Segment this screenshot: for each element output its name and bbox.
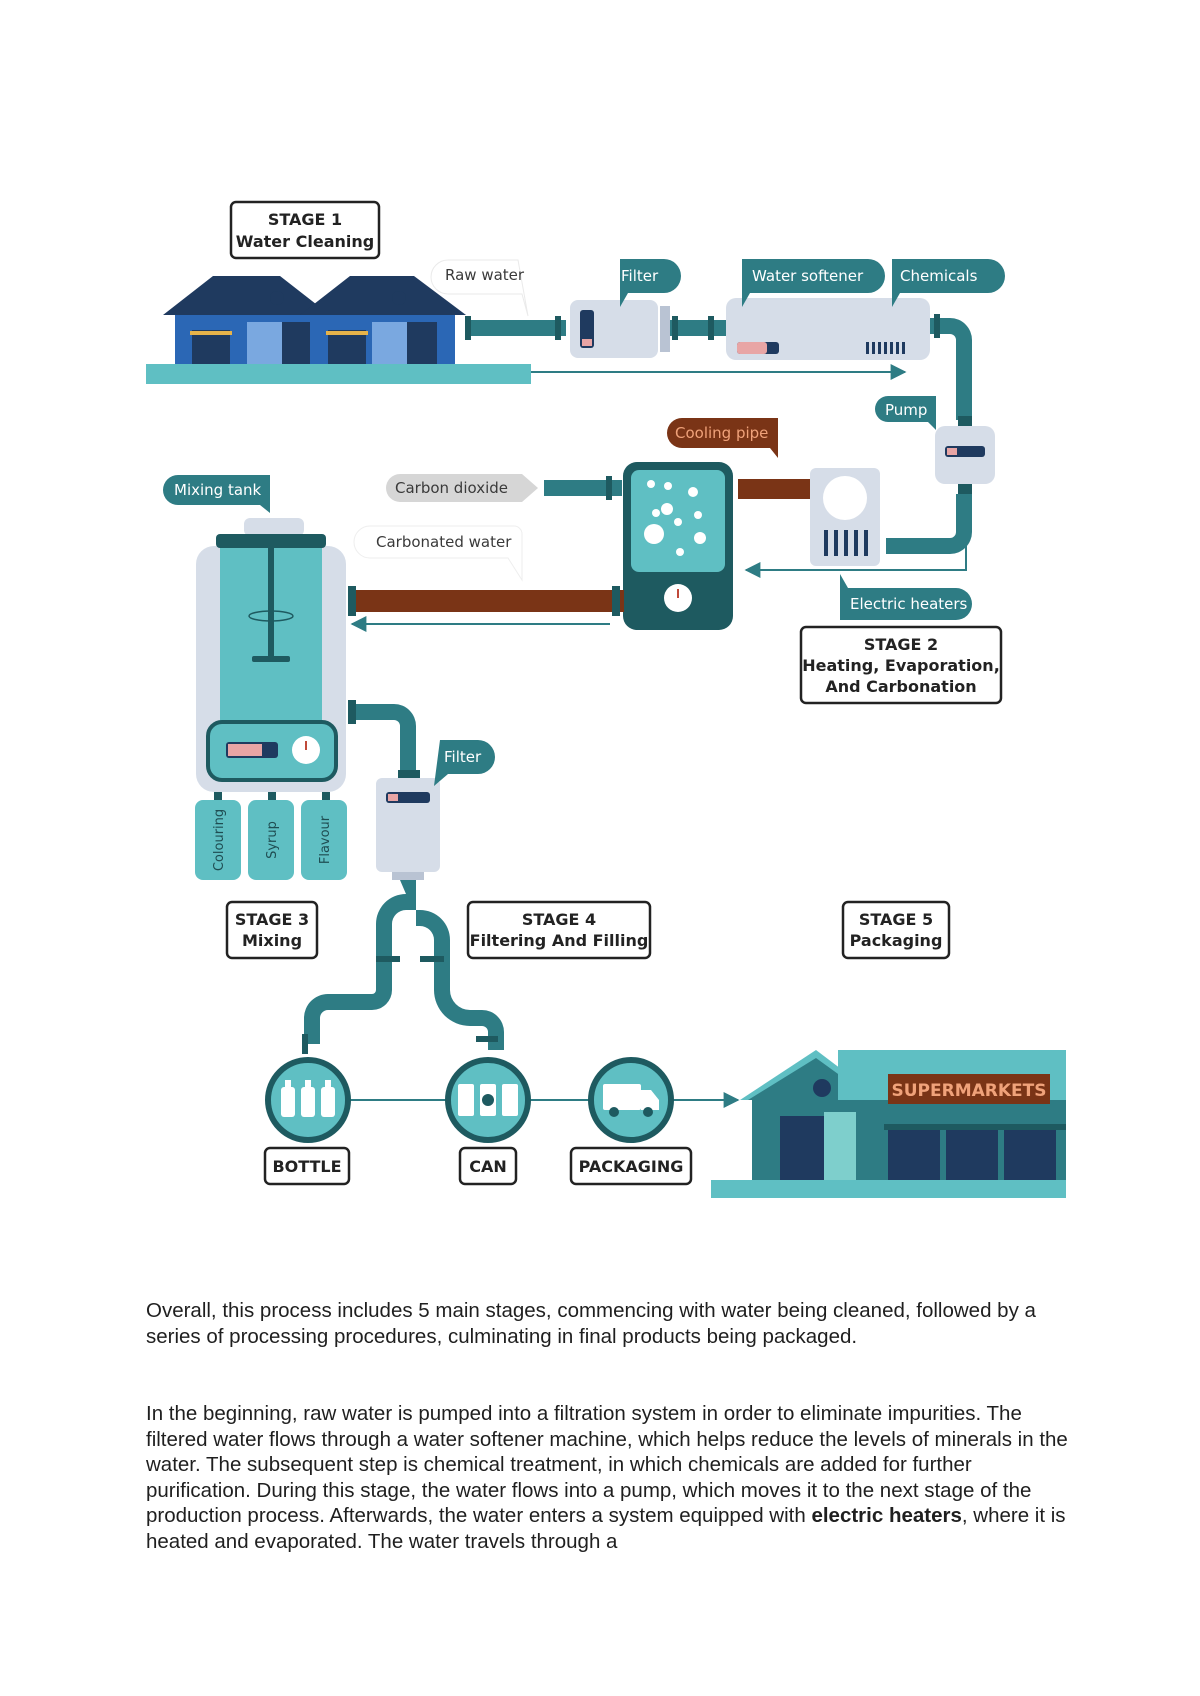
- stage-5-box: STAGE 5 Packaging: [841, 900, 951, 960]
- syrup-container: Syrup: [248, 800, 294, 880]
- raw-water-label: Raw water: [430, 259, 529, 317]
- svg-text:STAGE 4: STAGE 4: [522, 910, 596, 929]
- svg-text:SUPERMARKETS: SUPERMARKETS: [891, 1081, 1046, 1101]
- carbonation-tank: [623, 462, 733, 630]
- electric-heaters-emphasis: electric heaters: [811, 1504, 962, 1528]
- filter-1-label: Filter: [620, 259, 681, 307]
- svg-text:PACKAGING: PACKAGING: [579, 1157, 684, 1176]
- svg-text:CAN: CAN: [469, 1157, 507, 1176]
- svg-text:STAGE 2: STAGE 2: [864, 635, 938, 654]
- water-softener-label: Water softener: [742, 259, 885, 307]
- svg-text:And Carbonation: And Carbonation: [825, 677, 976, 696]
- svg-text:Syrup: Syrup: [265, 821, 280, 859]
- description-text-end: , where it is heated and evaporated. The…: [146, 1504, 1066, 1553]
- packaging-label: PACKAGING: [569, 1146, 693, 1186]
- svg-text:Mixing: Mixing: [242, 931, 302, 950]
- description-text-start: In the beginning, raw water is pumped in…: [146, 1402, 1068, 1528]
- overview-text: Overall, this process includes 5 main st…: [146, 1299, 1036, 1348]
- svg-text:Pump: Pump: [885, 401, 927, 419]
- svg-text:Cooling pipe: Cooling pipe: [675, 424, 768, 442]
- stage-1-pipes: [465, 314, 972, 420]
- water-softener-unit: [726, 298, 930, 360]
- svg-text:STAGE 1: STAGE 1: [268, 210, 342, 229]
- svg-text:Chemicals: Chemicals: [900, 267, 978, 285]
- svg-text:Water softener: Water softener: [752, 267, 864, 285]
- svg-text:Raw water: Raw water: [445, 266, 525, 284]
- cooling-pipe: [738, 479, 810, 499]
- packaging-station: [588, 1057, 674, 1143]
- svg-text:Carbonated water: Carbonated water: [376, 533, 512, 551]
- cooling-pipe-label: Cooling pipe: [667, 418, 778, 458]
- stage-1-box: STAGE 1 Water Cleaning: [229, 200, 381, 260]
- overview-paragraph: Overall, this process includes 5 main st…: [146, 1298, 1076, 1349]
- stage-4-box: STAGE 4 Filtering And Filling: [466, 900, 652, 960]
- svg-text:Filter: Filter: [621, 267, 659, 285]
- filter-1-unit: [570, 300, 670, 358]
- svg-text:Carbon dioxide: Carbon dioxide: [395, 479, 508, 497]
- filter-2-label: Filter: [434, 740, 495, 786]
- carbonated-water-label: Carbonated water: [353, 525, 523, 582]
- svg-text:STAGE 3: STAGE 3: [235, 910, 309, 929]
- stage-3-box: STAGE 3 Mixing: [225, 900, 319, 960]
- svg-text:Colouring: Colouring: [212, 809, 227, 871]
- ingredient-containers: Colouring Syrup Flavour: [195, 800, 347, 880]
- tank-to-filter-pipe: [354, 704, 416, 772]
- production-process-diagram: STAGE 1 Water Cleaning: [146, 200, 1066, 1198]
- stage-description-paragraph: In the beginning, raw water is pumped in…: [146, 1401, 1076, 1555]
- svg-text:Electric heaters: Electric heaters: [850, 595, 968, 613]
- chemicals-label: Chemicals: [892, 259, 1005, 307]
- pump-label: Pump: [875, 396, 936, 430]
- filling-pipes: [302, 880, 504, 1054]
- supermarket-building: SUPERMARKETS: [711, 1050, 1066, 1198]
- water-source-houses: [146, 276, 531, 384]
- carbon-dioxide-label: Carbon dioxide: [386, 474, 538, 502]
- svg-text:Filtering And Filling: Filtering And Filling: [470, 931, 649, 950]
- svg-text:Filter: Filter: [444, 748, 482, 766]
- svg-text:Mixing tank: Mixing tank: [174, 481, 262, 499]
- flavour-container: Flavour: [301, 800, 347, 880]
- mixing-tank-label: Mixing tank: [163, 475, 270, 513]
- svg-text:Packaging: Packaging: [850, 931, 943, 950]
- electric-heater-unit: [810, 468, 880, 566]
- filter-2-unit: [376, 778, 440, 880]
- carbon-dioxide-pipe: [544, 476, 622, 500]
- pump-to-heater-pipe: [886, 494, 972, 554]
- pump-unit: [935, 416, 995, 494]
- svg-text:BOTTLE: BOTTLE: [272, 1157, 341, 1176]
- svg-text:Flavour: Flavour: [318, 815, 333, 864]
- stage-2-box: STAGE 2 Heating, Evaporation, And Carbon…: [799, 625, 1003, 705]
- mixing-tank: [196, 518, 346, 802]
- colouring-container: Colouring: [195, 800, 241, 880]
- bottle-label: BOTTLE: [263, 1146, 351, 1186]
- svg-text:Water Cleaning: Water Cleaning: [236, 232, 374, 251]
- can-station: [445, 1057, 531, 1143]
- carbonated-water-pipe: [348, 586, 624, 616]
- electric-heaters-label: Electric heaters: [840, 574, 972, 620]
- svg-text:STAGE 5: STAGE 5: [859, 910, 933, 929]
- can-label: CAN: [458, 1146, 518, 1186]
- bottle-station: [265, 1057, 351, 1143]
- svg-text:Heating, Evaporation,: Heating, Evaporation,: [802, 656, 1000, 675]
